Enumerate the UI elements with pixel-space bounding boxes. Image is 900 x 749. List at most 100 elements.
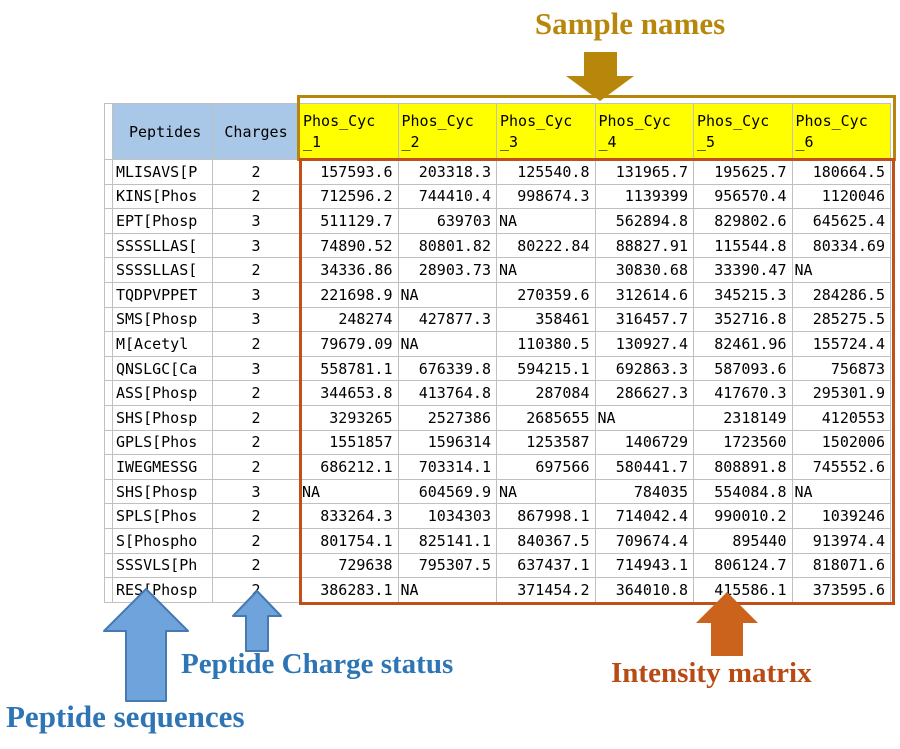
charge-cell[interactable]: 2 [213, 332, 300, 357]
sample-column-header[interactable]: Phos_Cyc_6 [792, 104, 891, 160]
intensity-cell[interactable]: NA [792, 479, 891, 505]
intensity-cell[interactable]: 818071.6 [792, 553, 891, 579]
intensity-cell[interactable]: 825141.1 [398, 528, 497, 554]
intensity-cell[interactable]: 110380.5 [497, 332, 596, 357]
intensity-cell[interactable]: 745552.6 [792, 455, 891, 480]
intensity-cell[interactable]: NA [398, 332, 497, 357]
charge-cell[interactable]: 2 [213, 553, 300, 579]
intensity-cell[interactable]: 155724.4 [792, 332, 891, 357]
intensity-cell[interactable]: NA [497, 258, 596, 283]
intensity-cell[interactable]: 345215.3 [694, 282, 793, 308]
intensity-cell[interactable]: 686212.1 [300, 455, 399, 480]
intensity-cell[interactable]: 286627.3 [595, 381, 694, 406]
peptide-cell[interactable]: QNSLGC[Ca [113, 356, 213, 382]
charge-cell[interactable]: 2 [213, 455, 300, 480]
intensity-cell[interactable]: 806124.7 [694, 553, 793, 579]
sample-column-header[interactable]: Phos_Cyc_5 [694, 104, 793, 160]
peptide-cell[interactable]: SHS[Phosp [113, 479, 213, 505]
intensity-cell[interactable]: 956570.4 [694, 184, 793, 210]
peptide-cell[interactable]: S[Phospho [113, 528, 213, 554]
charge-cell[interactable]: 2 [213, 160, 300, 185]
charge-cell[interactable]: 2 [213, 381, 300, 406]
intensity-cell[interactable]: 756873 [792, 356, 891, 382]
intensity-cell[interactable]: 840367.5 [497, 528, 596, 554]
intensity-cell[interactable]: 562894.8 [595, 209, 694, 234]
peptide-cell[interactable]: GPLS[Phos [113, 430, 213, 456]
intensity-cell[interactable]: 833264.3 [300, 504, 399, 529]
intensity-cell[interactable]: 295301.9 [792, 381, 891, 406]
intensity-cell[interactable]: 1723560 [694, 430, 793, 456]
intensity-cell[interactable]: 744410.4 [398, 184, 497, 210]
intensity-cell[interactable]: 580441.7 [595, 455, 694, 480]
intensity-cell[interactable]: 2685655 [497, 405, 596, 431]
intensity-cell[interactable]: NA [300, 479, 399, 505]
intensity-cell[interactable]: 2527386 [398, 405, 497, 431]
intensity-cell[interactable]: 386283.1 [300, 578, 399, 603]
intensity-cell[interactable]: 80222.84 [497, 233, 596, 259]
charge-cell[interactable]: 2 [213, 258, 300, 283]
intensity-cell[interactable]: 125540.8 [497, 160, 596, 185]
intensity-cell[interactable]: 808891.8 [694, 455, 793, 480]
peptide-cell[interactable]: SSSVLS[Ph [113, 553, 213, 579]
peptide-cell[interactable]: TQDPVPPET [113, 282, 213, 308]
intensity-cell[interactable]: 795307.5 [398, 553, 497, 579]
intensity-cell[interactable]: NA [398, 282, 497, 308]
intensity-cell[interactable]: 195625.7 [694, 160, 793, 185]
intensity-cell[interactable]: 74890.52 [300, 233, 399, 259]
intensity-cell[interactable]: 558781.1 [300, 356, 399, 382]
sample-column-header[interactable]: Phos_Cyc_4 [595, 104, 694, 160]
peptide-cell[interactable]: SSSSLLAS[ [113, 233, 213, 259]
charge-cell[interactable]: 2 [213, 528, 300, 554]
charge-cell[interactable]: 3 [213, 209, 300, 234]
peptide-cell[interactable]: EPT[Phosp [113, 209, 213, 234]
peptide-cell[interactable]: SPLS[Phos [113, 504, 213, 529]
intensity-cell[interactable]: 79679.09 [300, 332, 399, 357]
intensity-cell[interactable]: 130927.4 [595, 332, 694, 357]
charge-cell[interactable]: 3 [213, 479, 300, 505]
intensity-cell[interactable]: 637437.1 [497, 553, 596, 579]
intensity-cell[interactable]: 729638 [300, 553, 399, 579]
intensity-cell[interactable]: 358461 [497, 307, 596, 333]
intensity-cell[interactable]: 990010.2 [694, 504, 793, 529]
charge-cell[interactable]: 2 [213, 184, 300, 210]
intensity-cell[interactable]: 157593.6 [300, 160, 399, 185]
intensity-cell[interactable]: 352716.8 [694, 307, 793, 333]
peptide-cell[interactable]: KINS[Phos [113, 184, 213, 210]
intensity-cell[interactable]: 784035 [595, 479, 694, 505]
intensity-cell[interactable]: 1406729 [595, 430, 694, 456]
intensity-cell[interactable]: 131965.7 [595, 160, 694, 185]
intensity-cell[interactable]: 248274 [300, 307, 399, 333]
charge-cell[interactable]: 3 [213, 233, 300, 259]
intensity-cell[interactable]: 867998.1 [497, 504, 596, 529]
intensity-cell[interactable]: 703314.1 [398, 455, 497, 480]
intensity-cell[interactable]: 33390.47 [694, 258, 793, 283]
charges-column-header[interactable]: Charges [213, 104, 300, 160]
intensity-cell[interactable]: 1596314 [398, 430, 497, 456]
intensity-cell[interactable]: 2318149 [694, 405, 793, 431]
intensity-cell[interactable]: 371454.2 [497, 578, 596, 603]
intensity-cell[interactable]: 511129.7 [300, 209, 399, 234]
intensity-cell[interactable]: 373595.6 [792, 578, 891, 603]
sample-column-header[interactable]: Phos_Cyc_1 [300, 104, 399, 160]
intensity-cell[interactable]: NA [497, 479, 596, 505]
charge-cell[interactable]: 2 [213, 405, 300, 431]
intensity-cell[interactable]: NA [595, 405, 694, 431]
peptide-cell[interactable]: SSSSLLAS[ [113, 258, 213, 283]
intensity-cell[interactable]: 34336.86 [300, 258, 399, 283]
intensity-cell[interactable]: 1034303 [398, 504, 497, 529]
intensity-cell[interactable]: 639703 [398, 209, 497, 234]
intensity-cell[interactable]: 697566 [497, 455, 596, 480]
intensity-cell[interactable]: 88827.91 [595, 233, 694, 259]
intensity-cell[interactable]: 80801.82 [398, 233, 497, 259]
intensity-cell[interactable]: 316457.7 [595, 307, 694, 333]
charge-cell[interactable]: 2 [213, 504, 300, 529]
intensity-cell[interactable]: 221698.9 [300, 282, 399, 308]
intensity-cell[interactable]: 427877.3 [398, 307, 497, 333]
peptide-cell[interactable]: ASS[Phosp [113, 381, 213, 406]
peptide-cell[interactable]: MLISAVS[P [113, 160, 213, 185]
intensity-cell[interactable]: 594215.1 [497, 356, 596, 382]
intensity-cell[interactable]: 287084 [497, 381, 596, 406]
intensity-cell[interactable]: 312614.6 [595, 282, 694, 308]
intensity-cell[interactable]: 1502006 [792, 430, 891, 456]
intensity-cell[interactable]: 692863.3 [595, 356, 694, 382]
